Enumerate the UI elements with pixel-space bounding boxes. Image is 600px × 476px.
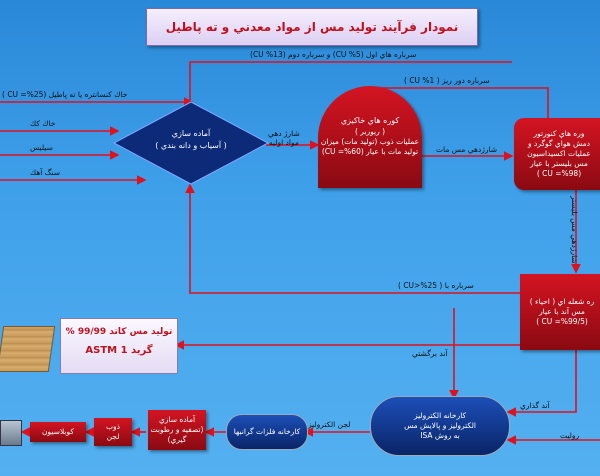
charge-label-line1: شارژ دهي (268, 129, 300, 138)
output-ingot-icon (0, 420, 22, 446)
furnace-line4: توليد مات با عيار (CU =%60) (321, 147, 419, 157)
converter-line2: دمش هواي گوگرد و (528, 138, 590, 148)
anode-furnace: ره شعله اي ( احياء ) مس آند با عيار (CU … (520, 274, 600, 350)
cathode-label: لجن الكتروليز (308, 420, 351, 429)
converter-furnace: وره هاي كنورتور دمش هواي گوگرد و عمليات … (514, 118, 600, 190)
smelt-line1: ذوب (105, 421, 121, 431)
smelt-box: ذوب لجن (94, 418, 132, 446)
charge-label: شارژ دهي مواد اوليه (268, 129, 300, 147)
anode-return-label: آند برگشتي (412, 349, 448, 358)
converter-line3: عمليات اكسيداسيون (527, 148, 591, 158)
input-lime-label: سنگ آهك (30, 168, 61, 177)
copper-cathode-stack-icon (0, 326, 56, 372)
prep2-box: آماده سازي (تصفيه و رطوبت گيري) (148, 410, 206, 450)
anode-line3: (CU =%99/5 ) (536, 317, 588, 327)
furnace-subtitle: ( ريوربر ) (354, 127, 386, 137)
precious-label: كارخانه فلزات گرانبها (233, 426, 301, 436)
anode-cast-label: آند گذاري (520, 401, 550, 410)
input-flux-label: خاك كك (30, 119, 56, 128)
slag-top-label: سرباره هاي اول (CU %5) و سرباره دوم (CU … (250, 50, 417, 59)
slag-converter-label: سرباره دور ريز ( CU %1 ) (404, 76, 490, 85)
prep-text: آماده سازي ( آسياب و دانه بندي ) (140, 128, 242, 152)
electrowin-label: روليت (560, 431, 580, 440)
product-line2: گريد ASTM 1 (85, 345, 153, 356)
converter-line4: مس بليستر با عيار (530, 159, 588, 169)
product-box: توليد مس كاتد 99/99 % گريد ASTM 1 (60, 318, 178, 374)
input-concentrate-label: خاك كنسانتره يا ته پاطيل (CU =%25 ) (2, 90, 128, 99)
input-silica-label: سيليس (30, 143, 53, 152)
converter-line1: وره هاي كنورتور (533, 128, 585, 138)
cupellation-box: كوبلاسيون (30, 422, 86, 442)
precious-metals-plant: كارخانه فلزات گرانبها (226, 414, 308, 450)
electrolysis-plant: كارخانه الكتروليز الكتروليز و پالايش مس … (370, 396, 510, 456)
prep2-line1: آماده سازي (158, 414, 196, 424)
refinery-line3: به روش ISA (420, 431, 460, 441)
converter-line5: (CU =%98 ) (536, 169, 582, 179)
prep-title: آماده سازي (171, 129, 211, 138)
refinery-line2: الكتروليز و پالايش مس (404, 420, 476, 430)
product-line1: توليد مس كاتد 99/99 % (65, 327, 173, 337)
prep-subtitle: ( آسياب و دانه بندي ) (155, 141, 227, 150)
charge-label-line2: مواد اوليه (268, 137, 299, 147)
furnace-title: كوره هاي خاكيزي (340, 116, 400, 126)
anode-line2: مس آند با عيار (539, 306, 585, 316)
page-title: نمودار فرآيند توليد مس از مواد معدني و ت… (146, 8, 478, 46)
reverberatory-furnace: كوره هاي خاكيزي ( ريوربر ) عمليات ذوب (ت… (318, 86, 422, 188)
refinery-line1: كارخانه الكتروليز (413, 410, 467, 420)
matte-charge-label: شارژدهي مس مات (436, 145, 498, 154)
anode-line1: ره شعله اي ( احياء ) (529, 296, 595, 306)
goldsmith-label: كوبلاسيون (42, 426, 74, 436)
slag-anode-label: سرباره با ( CU>%25 ) (398, 281, 474, 290)
furnace-line3: عمليات ذوب (توليد مات) ميزان (320, 137, 420, 147)
smelt-line2: لجن (106, 432, 120, 441)
prep2-line2: (تصفيه و رطوبت (150, 424, 204, 434)
blister-charge-label: شارژدهي مس بليستر (570, 196, 579, 264)
prep2-line3: گيري) (167, 435, 187, 445)
prep-diamond (112, 101, 270, 185)
